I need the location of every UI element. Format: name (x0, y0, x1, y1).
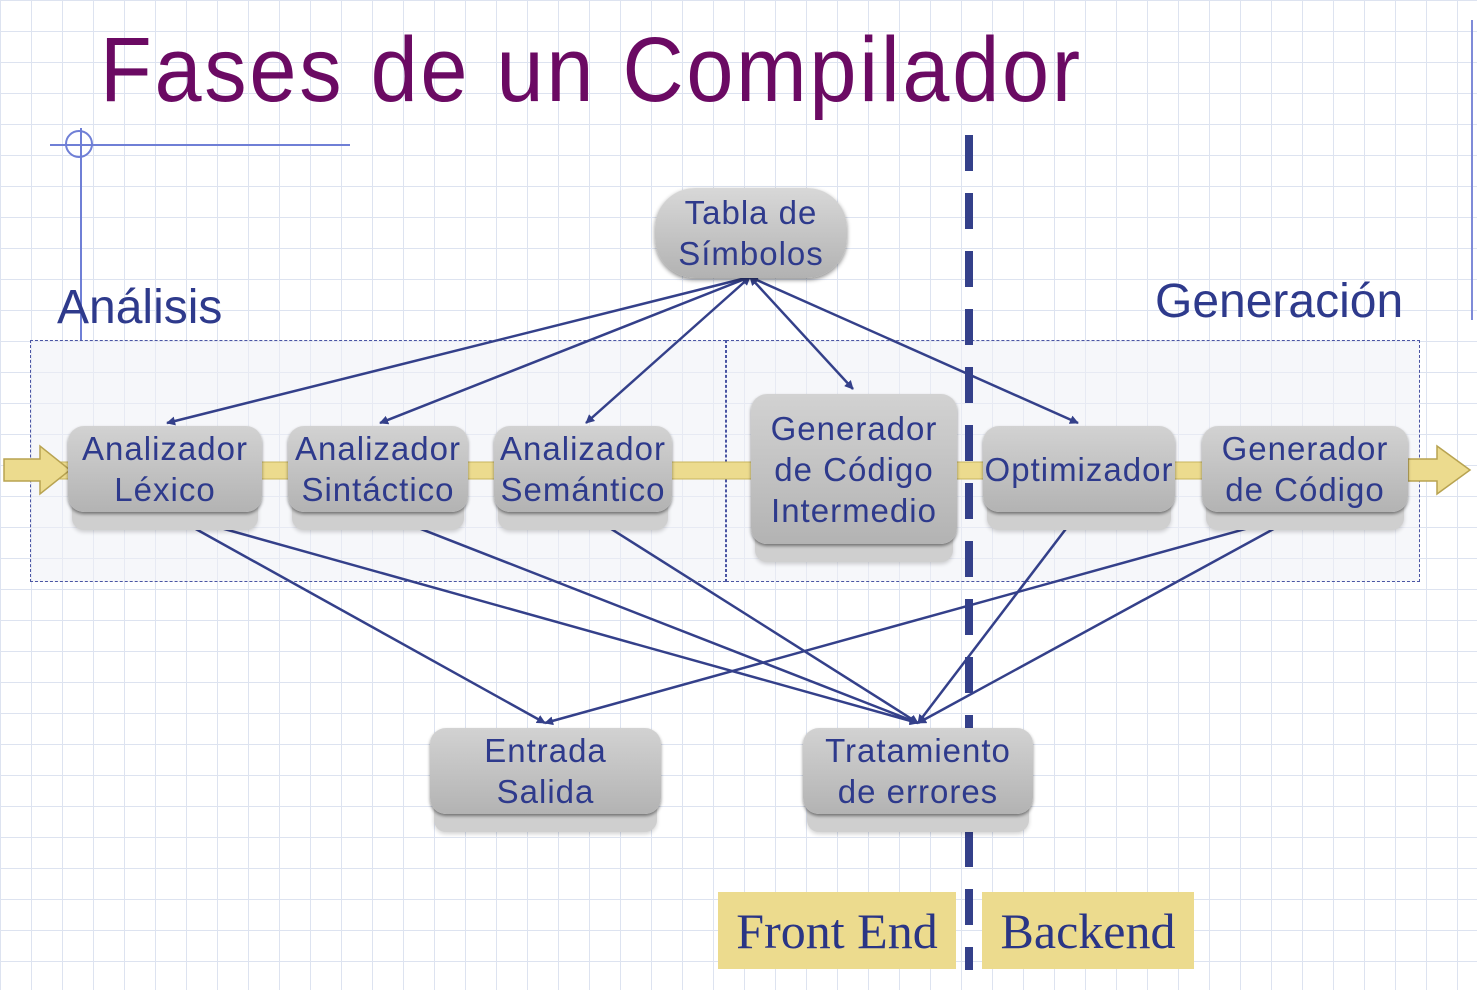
output-arrow (1407, 444, 1472, 496)
decorative-circle (65, 130, 93, 158)
decorative-rule-horizontal (50, 144, 350, 146)
edge-syntactic-errors (379, 511, 919, 725)
edge-symbols-semantic (585, 276, 751, 424)
generation-label: Generación (1155, 275, 1404, 328)
input-arrow (3, 444, 72, 496)
edge-lexical-errors (166, 510, 919, 726)
intermediate-code-generator-node: Generador de Código Intermedio (751, 394, 957, 544)
semantic-analyzer-label: Analizador Semántico (500, 430, 666, 508)
edge-lexical-io (166, 511, 546, 725)
edge-symbols-optimizer (749, 275, 1079, 425)
symbol-table-node: Tabla de Símbolos (655, 188, 847, 278)
error-handling-node: Tratamiento de errores (803, 728, 1033, 814)
code-generator-label: Generador de Código (1221, 430, 1389, 508)
edge-semantic-errors (585, 511, 919, 725)
edge-symbols-syntactic (379, 275, 751, 425)
decorative-rule-vertical (80, 128, 82, 340)
page-title: Fases de un Compilador (100, 19, 1083, 121)
symbol-table-label: Tabla de Símbolos (678, 194, 824, 272)
lexical-analyzer-label: Analizador Léxico (82, 430, 248, 508)
syntactic-analyzer-node: Analizador Sintáctico (288, 426, 468, 512)
input-output-node: Entrada Salida (430, 728, 661, 814)
optimizer-node: Optimizador (983, 426, 1175, 512)
input-output-label: Entrada Salida (484, 732, 607, 810)
error-handling-label: Tratamiento de errores (825, 732, 1011, 810)
edge-codegen-io (544, 510, 1304, 726)
front-end-badge: Front End (718, 892, 956, 969)
optimizer-label: Optimizador (984, 450, 1174, 488)
intermediate-code-generator-label: Generador de Código Intermedio (770, 409, 938, 529)
edge-codegen-errors (917, 511, 1304, 725)
semantic-analyzer-node: Analizador Semántico (494, 426, 672, 512)
decorative-rule-right (1471, 20, 1473, 320)
backend-badge: Backend (982, 892, 1194, 969)
edge-symbols-intermediate (749, 276, 854, 390)
edge-optimizer-errors (917, 512, 1079, 724)
lexical-analyzer-node: Analizador Léxico (68, 426, 262, 512)
syntactic-analyzer-label: Analizador Sintáctico (295, 430, 461, 508)
code-generator-node: Generador de Código (1202, 426, 1408, 512)
edge-symbols-lexical (166, 274, 751, 426)
